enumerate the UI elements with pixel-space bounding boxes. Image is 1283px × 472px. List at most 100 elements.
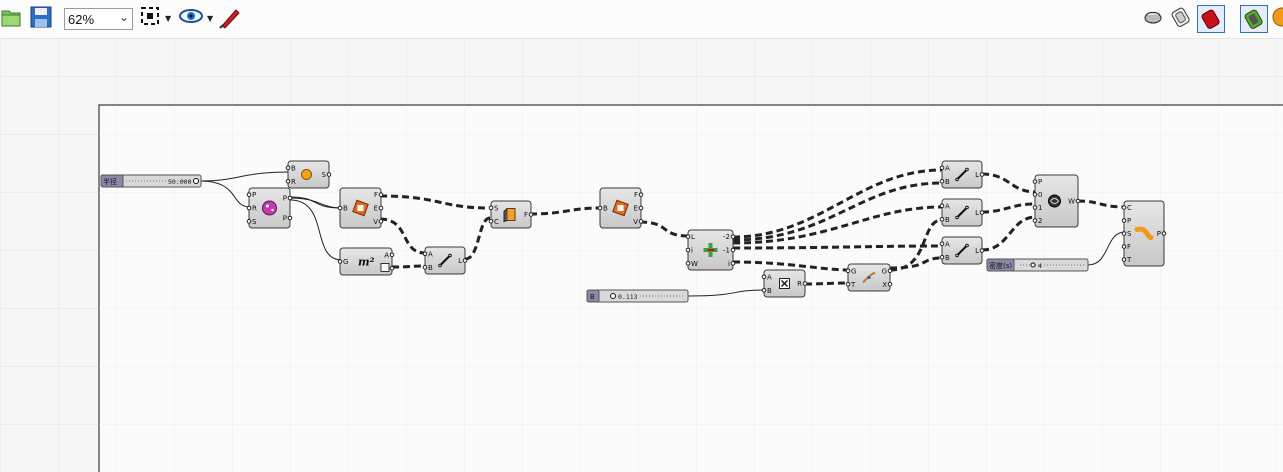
input-grip-icon[interactable] <box>685 261 691 266</box>
preview-eye-icon[interactable] <box>178 6 204 26</box>
output-param[interactable]: V <box>633 218 638 226</box>
output-grip-icon[interactable] <box>730 234 736 239</box>
output-grip-icon[interactable] <box>979 172 985 177</box>
input-grip-icon[interactable] <box>422 264 428 270</box>
preview-wireframe-icon[interactable] <box>1142 6 1164 28</box>
multiply-component[interactable]: ABR <box>761 269 808 298</box>
input-grip-icon[interactable] <box>685 247 691 253</box>
input-grip-icon[interactable] <box>939 241 945 247</box>
input-grip-icon[interactable] <box>597 205 603 211</box>
output-grip-icon[interactable] <box>378 219 384 224</box>
canvas-svg[interactable]: 半径 50.000 B 0.113 密度(s) 4 BRSPRSPPBFEVGA… <box>0 39 1283 472</box>
output-grip-icon[interactable] <box>1075 198 1081 204</box>
input-grip-icon[interactable] <box>1121 244 1127 249</box>
input-grip-icon[interactable] <box>1121 218 1127 223</box>
input-param[interactable]: B <box>343 205 348 213</box>
input-param[interactable]: C <box>1127 204 1132 212</box>
input-param[interactable]: A <box>945 202 950 210</box>
display-mode-icon[interactable] <box>1240 5 1268 33</box>
input-grip-icon[interactable] <box>845 268 851 274</box>
input-param[interactable]: B <box>945 254 950 262</box>
input-param[interactable]: R <box>252 205 257 213</box>
output-param[interactable]: E <box>374 205 378 213</box>
output-grip-icon[interactable] <box>638 192 644 197</box>
input-param[interactable]: P <box>1038 178 1042 186</box>
sphere-component[interactable]: BRS <box>285 160 332 189</box>
input-grip-icon[interactable] <box>488 205 494 211</box>
input-param[interactable]: P <box>1127 217 1131 225</box>
input-grip-icon[interactable] <box>337 259 343 264</box>
input-grip-icon[interactable] <box>1032 218 1038 223</box>
input-param[interactable]: F <box>1127 243 1131 251</box>
line1-component[interactable]: ABL <box>422 246 468 275</box>
output-grip-icon[interactable] <box>730 247 736 253</box>
input-grip-icon[interactable] <box>337 205 343 211</box>
output-grip-icon[interactable] <box>887 281 893 287</box>
input-grip-icon[interactable] <box>1032 179 1038 184</box>
preview-selected-icon[interactable] <box>1197 5 1225 33</box>
zoom-extents-icon[interactable] <box>140 6 160 26</box>
input-grip-icon[interactable] <box>939 203 945 209</box>
input-param[interactable]: G <box>343 258 348 266</box>
output-grip-icon[interactable] <box>287 215 293 221</box>
sketch-pen-icon[interactable] <box>218 6 242 30</box>
line3-component[interactable]: ABL <box>939 198 985 227</box>
input-grip-icon[interactable] <box>285 165 291 171</box>
input-param[interactable]: B <box>945 178 950 186</box>
input-param[interactable]: S <box>252 218 257 226</box>
list-item-component[interactable]: LiW-2-1i <box>685 229 736 271</box>
preview-material-icon[interactable] <box>1272 6 1283 28</box>
input-param[interactable]: A <box>767 273 772 281</box>
output-grip-icon[interactable] <box>528 212 534 217</box>
input-grip-icon[interactable] <box>1121 231 1127 236</box>
output-param[interactable]: P <box>283 215 287 223</box>
input-param[interactable]: 0 <box>1038 191 1042 199</box>
input-grip-icon[interactable] <box>1032 205 1038 210</box>
preview-shaded-icon[interactable] <box>1170 6 1192 28</box>
slider-grip-icon[interactable] <box>1030 262 1036 268</box>
surface-component[interactable]: SCF <box>488 200 534 229</box>
input-param[interactable]: B <box>291 164 296 172</box>
density-slider[interactable]: 密度(s) 4 <box>986 258 1089 272</box>
input-grip-icon[interactable] <box>422 251 428 257</box>
output-param[interactable]: P <box>283 195 287 203</box>
output-param[interactable]: S <box>322 171 327 179</box>
input-param[interactable]: A <box>945 164 950 172</box>
output-param[interactable]: R <box>797 280 802 288</box>
input-grip-icon[interactable] <box>939 165 945 171</box>
output-param[interactable]: F <box>524 211 528 219</box>
output-grip-icon[interactable] <box>979 210 985 215</box>
output-param[interactable]: E <box>634 205 638 213</box>
input-param[interactable]: L <box>691 233 695 241</box>
output-grip-icon[interactable] <box>730 261 736 266</box>
input-param[interactable]: C <box>494 218 499 226</box>
save-icon[interactable] <box>30 6 52 28</box>
input-param[interactable]: B <box>428 264 433 272</box>
chevron-down-icon[interactable]: ▼ <box>165 14 172 23</box>
open-file-icon[interactable] <box>0 6 22 28</box>
output-grip-icon[interactable] <box>378 205 384 211</box>
input-grip-icon[interactable] <box>246 219 252 224</box>
input-grip-icon[interactable] <box>1032 192 1038 197</box>
output-param[interactable]: W <box>1068 198 1075 206</box>
input-param[interactable]: S <box>1127 230 1132 238</box>
chevron-down-icon[interactable]: ▼ <box>207 14 214 23</box>
output-grip-icon[interactable] <box>1161 231 1167 236</box>
input-param[interactable]: 2 <box>1038 217 1042 225</box>
output-grip-icon[interactable] <box>389 265 395 271</box>
output-param[interactable]: V <box>373 218 378 226</box>
input-param[interactable]: i <box>691 247 693 255</box>
input-param[interactable]: T <box>850 281 856 289</box>
output-grip-icon[interactable] <box>326 172 332 177</box>
input-param[interactable]: A <box>428 250 433 258</box>
line2-component[interactable]: ABL <box>939 160 985 189</box>
output-grip-icon[interactable] <box>287 195 293 201</box>
line4-component[interactable]: ABL <box>939 236 985 265</box>
slider-grip-icon[interactable] <box>610 293 616 299</box>
